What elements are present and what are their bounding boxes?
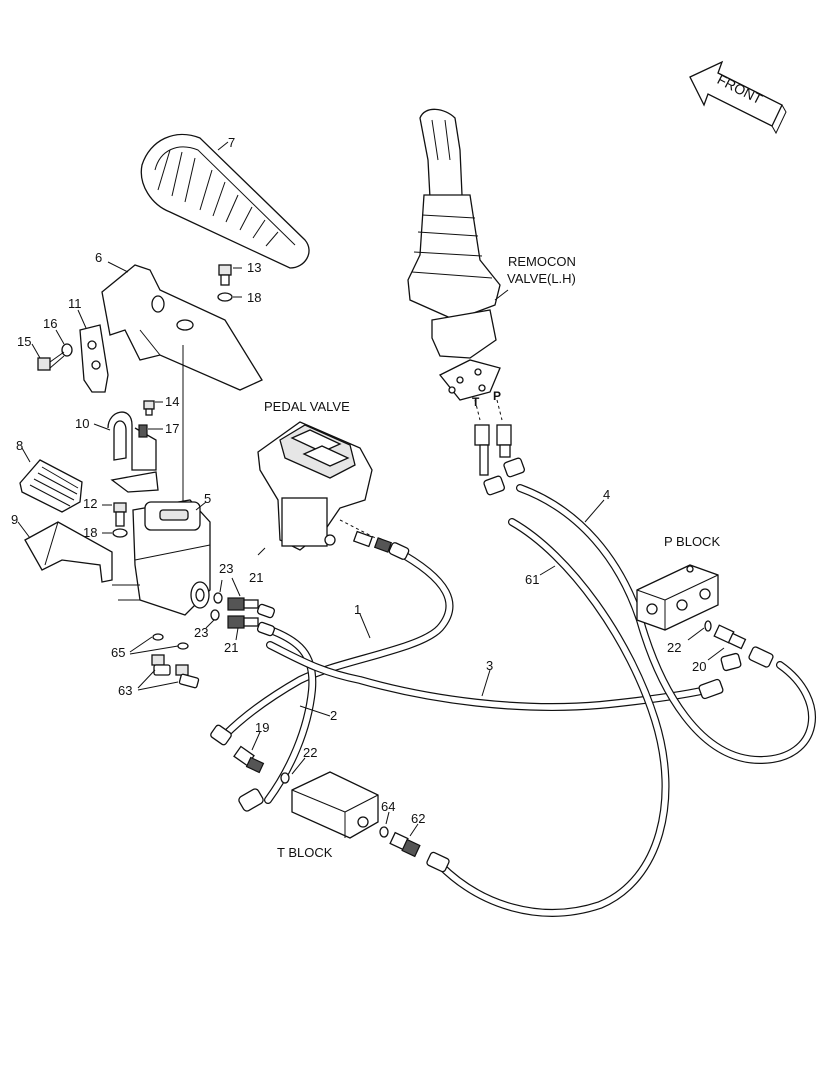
port-t-label: T (472, 395, 480, 409)
callout-8: 8 (16, 438, 23, 453)
leader-6 (107, 261, 129, 273)
elbow-63a (151, 654, 171, 676)
callout-17: 17 (165, 421, 179, 436)
callout-63: 63 (118, 683, 132, 698)
front-arrow: FRONT (689, 60, 787, 135)
callout-4: 4 (603, 487, 610, 502)
callout-3: 3 (486, 658, 493, 673)
callout-6: 6 (95, 250, 102, 265)
port-p-label: P (493, 389, 501, 403)
callout-21a: 21 (249, 570, 263, 585)
washer-16 (61, 343, 73, 357)
remocon-title-line2: VALVE(L.H) (507, 271, 576, 286)
pedal-bracket (101, 264, 263, 391)
callout-18a: 18 (247, 290, 261, 305)
callout-1: 1 (354, 602, 361, 617)
bolt-14 (143, 400, 155, 416)
fitting-21a (227, 597, 259, 611)
pedal-valve-title: PEDAL VALVE (264, 399, 350, 414)
fitting-21b (227, 615, 259, 629)
pedal-plate-9 (24, 521, 113, 583)
callout-10: 10 (75, 416, 89, 431)
callout-2: 2 (330, 708, 337, 723)
pedal-pad-8 (19, 459, 83, 513)
bolt-13 (218, 264, 232, 286)
callout-18b: 18 (83, 525, 97, 540)
callout-11: 11 (68, 296, 82, 311)
callout-16: 16 (43, 316, 57, 331)
remocon-p-fittings (496, 424, 525, 478)
callout-13: 13 (247, 260, 261, 275)
washer-18b (112, 528, 128, 538)
hose-1 (221, 546, 454, 739)
t-block-title: T BLOCK (277, 845, 333, 860)
callout-19: 19 (255, 720, 269, 735)
leader-7 (217, 141, 229, 151)
remocon-valve (407, 108, 501, 401)
bracket-10 (107, 411, 159, 493)
hose-3 (266, 641, 719, 712)
bolt-15 (37, 351, 65, 371)
callout-23a: 23 (219, 561, 233, 576)
washer-18 (217, 292, 233, 302)
link-plate-11 (79, 324, 109, 393)
callout-65: 65 (111, 645, 125, 660)
callout-5: 5 (204, 491, 211, 506)
t-block (291, 771, 379, 839)
callout-22b: 22 (303, 745, 317, 760)
pedal-valve-body-5 (132, 499, 211, 616)
hose-end-fittings (256, 603, 276, 637)
elbow-63b (175, 664, 200, 689)
callout-20: 20 (692, 659, 706, 674)
callout-61: 61 (525, 572, 539, 587)
fitting-62 (389, 831, 450, 873)
callout-15: 15 (17, 334, 31, 349)
oring-65b (177, 642, 189, 650)
oring-65a (152, 633, 164, 641)
remocon-t-fittings (474, 424, 505, 496)
fitting-20 (713, 624, 747, 672)
oring-64 (379, 826, 389, 838)
remocon-title-line1: REMOCON (508, 254, 576, 269)
oring-23b (210, 609, 220, 621)
part-17 (138, 424, 148, 438)
fitting-19 (210, 724, 265, 812)
callout-21b: 21 (224, 640, 238, 655)
callout-12: 12 (83, 496, 97, 511)
hose-4-end (748, 646, 774, 668)
callout-64: 64 (381, 799, 395, 814)
oring-22-p (704, 620, 712, 632)
pedal-valve (257, 421, 396, 551)
pedal-valve-fitting (352, 530, 410, 560)
oring-23a (213, 592, 223, 604)
callout-7: 7 (228, 135, 235, 150)
hose-61 (436, 518, 670, 917)
pedal-cover (140, 133, 310, 269)
bolt-12 (113, 502, 127, 527)
hose-3-end (698, 678, 724, 700)
callout-9: 9 (11, 512, 18, 527)
p-block-title: P BLOCK (664, 534, 720, 549)
callout-23b: 23 (194, 625, 208, 640)
p-block (636, 564, 719, 631)
oring-22-t (280, 772, 290, 784)
callout-62: 62 (411, 811, 425, 826)
callout-22a: 22 (667, 640, 681, 655)
hose-4 (516, 484, 816, 765)
callout-14: 14 (165, 394, 179, 409)
